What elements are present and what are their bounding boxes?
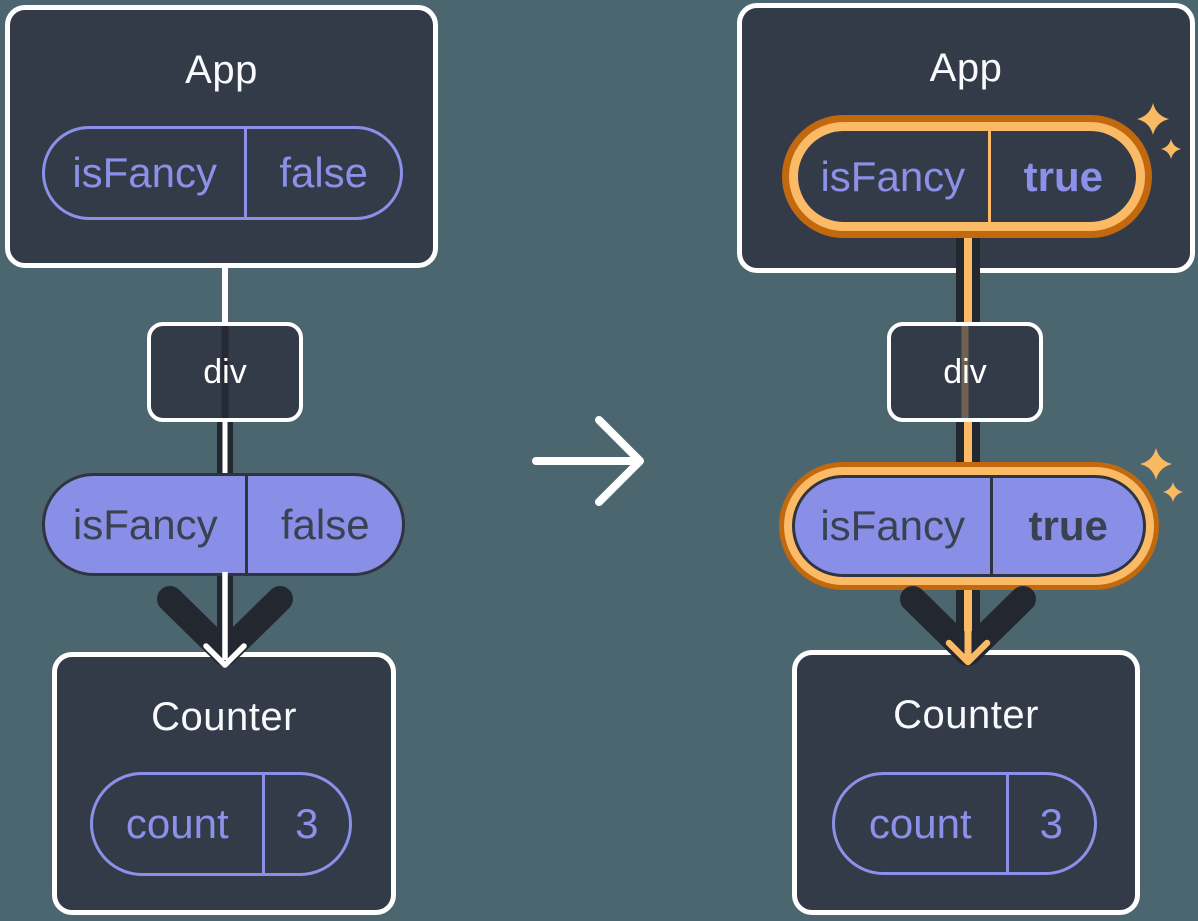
div-node: div	[887, 322, 1043, 422]
state-key: isFancy	[45, 129, 248, 217]
state-key: isFancy	[798, 131, 991, 222]
arrow-down-icon	[900, 586, 1036, 666]
arrow-down-icon	[157, 586, 293, 666]
counter-title: Counter	[893, 693, 1039, 737]
state-pill: count 3	[90, 772, 352, 876]
div-label: div	[943, 352, 987, 391]
state-value: 3	[295, 800, 319, 847]
prop-key: isFancy	[795, 478, 994, 574]
state-pill: count 3	[832, 772, 1097, 875]
prop-value: true	[1028, 502, 1108, 549]
state-value: 3	[1039, 799, 1063, 847]
state-pill-highlighted: isFancy true	[789, 122, 1145, 231]
sparkle-icon	[1140, 448, 1172, 480]
div-node: div	[147, 322, 303, 422]
state-key: count	[835, 775, 1009, 872]
state-value: true	[1023, 152, 1103, 200]
app-title: App	[185, 48, 258, 92]
arrow-right-icon	[532, 416, 644, 506]
app-title: App	[929, 46, 1003, 90]
prop-value: false	[280, 500, 370, 548]
state-pill: isFancy false	[42, 126, 403, 220]
counter-title: Counter	[151, 695, 297, 739]
div-label: div	[203, 352, 247, 391]
prop-pill: isFancy false	[42, 473, 405, 576]
prop-pill-highlighted: isFancy true	[792, 475, 1146, 577]
state-value: false	[279, 149, 369, 196]
state-key: count	[93, 775, 265, 873]
sparkle-icon	[1163, 482, 1183, 502]
prop-key: isFancy	[45, 476, 249, 573]
